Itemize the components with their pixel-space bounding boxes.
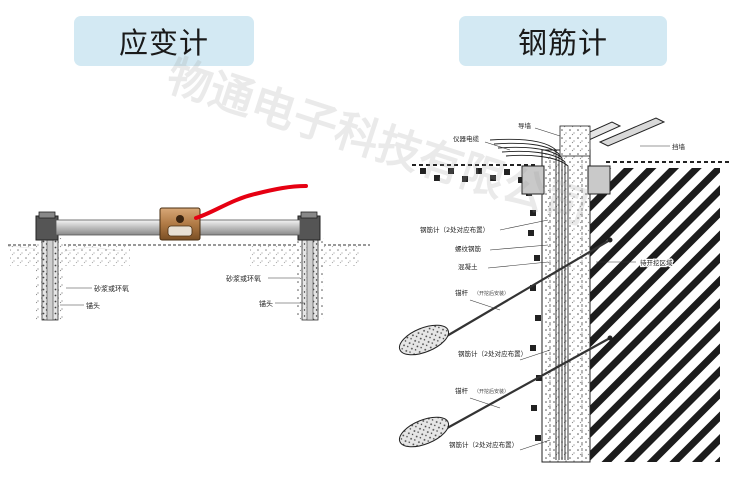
rebar-meter-illustration: 导墙 仪器电缆 挡墙 钢筋计（2处对应布置） 螺纹钢筋 混凝土 待开挖区域 待开…: [398, 117, 730, 463]
label-rebar-meter-mid: 钢筋计（2处对应布置）: [458, 349, 527, 358]
retaining-wall: [598, 117, 666, 147]
label-threaded-bar: 螺纹钢筋: [455, 244, 482, 253]
excavation-zone: [590, 168, 720, 462]
label-rebar-meter-bottom: 钢筋计（2处对应布置）: [449, 440, 518, 449]
anchor-rod-upper: [398, 237, 613, 356]
diaphragm-wall: [541, 149, 591, 463]
label-excavation-zone: 待开挖区域: [640, 258, 673, 267]
instrument-cables: [489, 138, 569, 460]
label-instrument-cable: 仪器电缆: [453, 134, 480, 143]
label-anchor-left: 锚头: [86, 301, 100, 310]
guide-wall-left: [521, 165, 545, 195]
title-strain-gauge: 应变计: [74, 16, 254, 66]
label-anchor-right: 锚头: [259, 299, 273, 308]
label-grout-left: 砂浆或环氧: [94, 284, 129, 293]
label-guide-wall: 导墙: [518, 121, 532, 130]
label-grout-right: 砂浆或环氧: [226, 274, 261, 283]
anchor-rod-lower: [398, 335, 613, 448]
title-rebar-meter: 钢筋计: [459, 16, 667, 66]
strain-gauge-illustration: 砂浆或环氧 锚头 砂浆或环氧 锚头: [7, 184, 370, 321]
label-anchor-note-1: （开挖后安装）: [474, 290, 509, 297]
flange-left: [35, 215, 59, 241]
flange-right: [297, 215, 321, 241]
signal-cable: [194, 184, 308, 220]
label-anchor-note-2: （开挖后安装）: [474, 388, 509, 395]
label-anchor-rod-1: 锚杆: [455, 288, 469, 297]
label-concrete: 混凝土: [458, 262, 478, 271]
title-strain-gauge-text: 应变计: [118, 26, 209, 60]
svg-text:待开挖区域: 待开挖区域: [640, 258, 673, 267]
label-retaining-wall: 挡墙: [672, 142, 686, 151]
title-rebar-meter-text: 钢筋计: [517, 26, 608, 60]
label-anchor-rod-2: 锚杆: [455, 386, 469, 395]
label-rebar-meter-top: 钢筋计（2处对应布置）: [420, 225, 489, 234]
guide-wall-right: [587, 165, 611, 195]
